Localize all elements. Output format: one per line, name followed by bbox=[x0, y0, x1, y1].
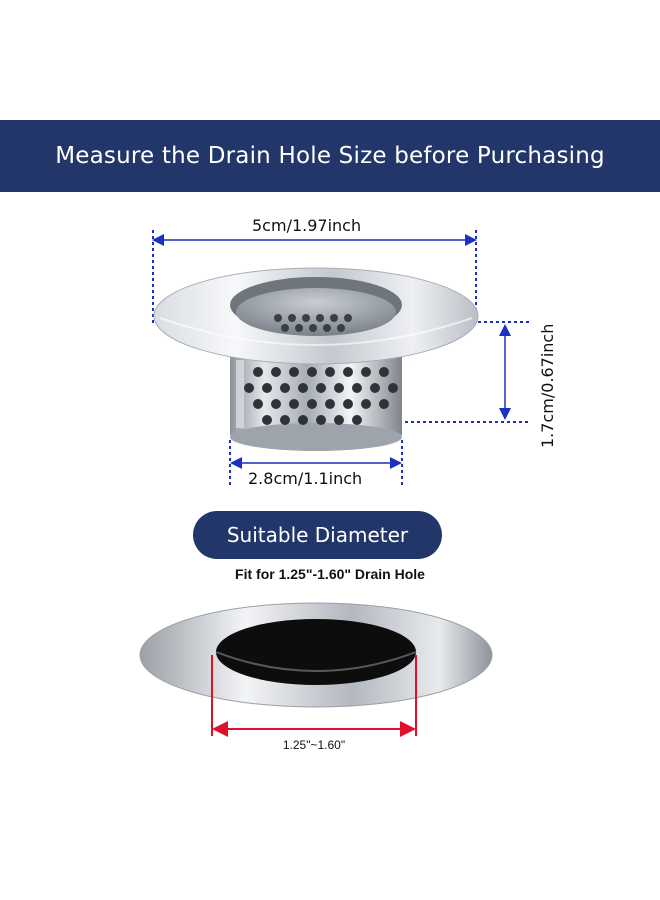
suitable-diameter-label: Suitable Diameter bbox=[226, 523, 409, 547]
top-width-label: 5cm/1.97inch bbox=[252, 216, 362, 235]
bottom-width-guides bbox=[229, 440, 403, 488]
bottom-width-label: 2.8cm/1.1inch bbox=[248, 469, 363, 488]
height-label: 1.7cm/0.67inch bbox=[538, 323, 557, 448]
drain-flange-ring bbox=[139, 602, 493, 708]
fit-description: Fit for 1.25"-1.60" Drain Hole bbox=[235, 566, 425, 582]
strainer-basket bbox=[230, 345, 402, 451]
banner-title: Measure the Drain Hole Size before Purch… bbox=[55, 143, 605, 169]
height-guides bbox=[405, 321, 530, 423]
strainer-rim bbox=[153, 267, 479, 365]
suitable-diameter-pill: Suitable Diameter bbox=[193, 511, 442, 559]
title-banner: Measure the Drain Hole Size before Purch… bbox=[0, 120, 660, 192]
diameter-guides bbox=[211, 655, 417, 737]
diameter-range-label: 1.25"~1.60" bbox=[282, 738, 346, 752]
